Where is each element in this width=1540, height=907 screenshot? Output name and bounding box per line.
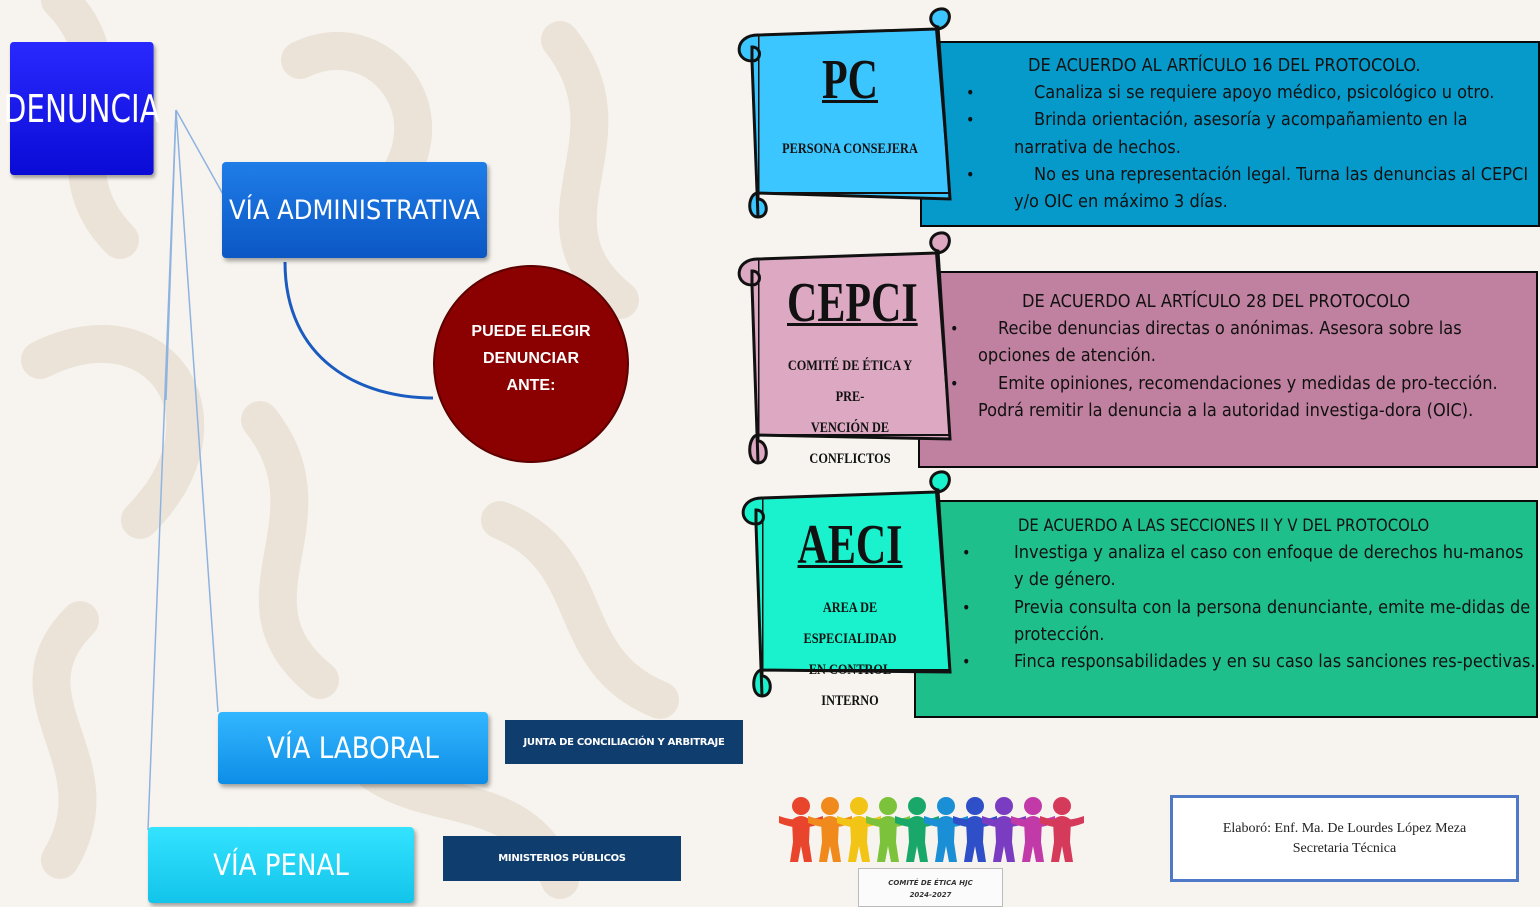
credit-box: Elaboró: Enf. Ma. De Lourdes López Meza … [1170, 795, 1519, 882]
cepci-scroll-label: CEPCI COMITÉ DE ÉTICA Y PRE- VENCIÓN DE … [766, 273, 934, 475]
person-figure [837, 797, 881, 862]
via-penal-node: VÍA PENAL [148, 827, 414, 903]
aeci-point: Finca responsabilidades y en su caso las… [962, 648, 1536, 676]
aeci-fullname-1: AREA DE ESPECIALIDAD [803, 600, 897, 647]
credit-author: Elaboró: Enf. Ma. De Lourdes López Meza [1222, 820, 1467, 836]
choice-line-2: DENUNCIAR [483, 349, 579, 367]
pc-point: Canaliza si se requiere apoyo médico, ps… [966, 79, 1538, 107]
aeci-point: Previa consulta con la persona denuncian… [962, 594, 1536, 649]
pc-info-panel: DE ACUERDO AL ARTÍCULO 16 DEL PROTOCOLO.… [920, 41, 1540, 227]
committee-label-line-1: COMITÉ DE ÉTICA HJC [888, 879, 973, 887]
cepci-info-heading: DE ACUERDO AL ARTÍCULO 28 DEL PROTOCOLO [1022, 291, 1411, 312]
denuncia-node: DENUNCIA [4, 42, 160, 175]
via-laboral-node: VÍA LABORAL [218, 712, 488, 784]
cepci-fullname-1: COMITÉ DE ÉTICA Y PRE- [787, 358, 913, 405]
aeci-fullname-2: EN CONTROL INTERNO [808, 662, 892, 709]
choice-circle: PUEDE ELEGIR DENUNCIAR ANTE: [433, 265, 629, 463]
cepci-scroll [737, 231, 952, 465]
pc-abbr: PC [822, 49, 878, 111]
committee-label-line-2: 2024-2027 [909, 891, 952, 899]
person-figure [866, 797, 910, 862]
person-figure [895, 797, 939, 862]
background-pattern [21, 0, 679, 899]
people-chain-illustration [779, 797, 1084, 862]
aeci-info-heading: DE ACUERDO A LAS SECCIONES II Y V DEL PR… [1018, 516, 1430, 535]
aeci-point: Investiga y analiza el caso con enfoque … [962, 539, 1536, 594]
cepci-abbr: CEPCI [787, 272, 918, 334]
pc-fullname: PERSONA CONSEJERA [782, 141, 918, 157]
pc-info-heading: DE ACUERDO AL ARTÍCULO 16 DEL PROTOCOLO. [1028, 55, 1421, 76]
pc-scroll-label: PC PERSONA CONSEJERA [766, 50, 934, 165]
pc-point: No es una representación legal. Turna la… [966, 161, 1538, 216]
person-figure [953, 797, 997, 862]
aeci-abbr: AECI [797, 514, 903, 576]
via-administrativa-node: VÍA ADMINISTRATIVA [222, 162, 487, 258]
person-figure [808, 797, 852, 862]
connector-lines [147, 109, 434, 831]
committee-label: COMITÉ DE ÉTICA HJC 2024-2027 [858, 868, 1003, 907]
person-figure [982, 797, 1026, 862]
choice-line-1: PUEDE ELEGIR [471, 322, 591, 340]
person-figure [1011, 797, 1055, 862]
choice-line-3: ANTE: [506, 376, 556, 394]
pc-point: Brinda orientación, asesoría y acompañam… [966, 106, 1538, 161]
person-figure [924, 797, 968, 862]
cepci-info-panel: DE ACUERDO AL ARTÍCULO 28 DEL PROTOCOLO … [918, 271, 1538, 468]
aeci-scroll [741, 470, 952, 698]
aeci-info-panel: DE ACUERDO A LAS SECCIONES II Y V DEL PR… [914, 500, 1538, 718]
cepci-fullname-2: VENCIÓN DE CONFLICTOS [809, 420, 891, 467]
junta-conciliacion-box: JUNTA DE CONCILIACIÓN Y ARBITRAJE [505, 720, 743, 764]
curved-connector [283, 261, 434, 400]
person-figure [779, 797, 823, 862]
cepci-point: Recibe denuncias directas o anónimas. As… [950, 315, 1536, 370]
credit-role: Secretaria Técnica [1292, 840, 1397, 856]
ministerios-publicos-box: MINISTERIOS PÚBLICOS [443, 836, 681, 881]
cepci-point: Emite opiniones, recomendaciones y medid… [950, 370, 1536, 425]
pc-scroll [737, 7, 952, 219]
person-figure [1040, 797, 1084, 862]
aeci-scroll-label: AECI AREA DE ESPECIALIDAD EN CONTROL INT… [766, 515, 934, 717]
